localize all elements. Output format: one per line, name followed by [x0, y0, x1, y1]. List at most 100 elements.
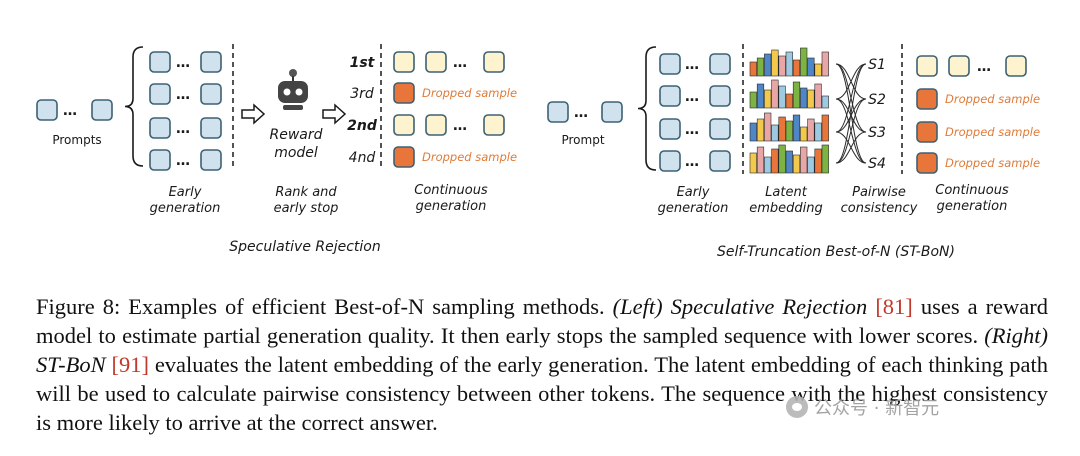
latent-embedding-bar [792, 154, 801, 174]
caption-figure-label: Figure 8: Examples of efficient Best-of-… [36, 294, 605, 319]
ellipsis-dots: … [453, 118, 467, 134]
latent-embedding-bar [778, 116, 786, 142]
caption-right-citation[interactable]: [91] [111, 352, 149, 377]
prompts-label: Prompts [52, 133, 101, 147]
latent-embedding-bar [814, 83, 822, 109]
token-box [709, 118, 731, 140]
dropped-sample-label: Dropped sample [945, 125, 1040, 139]
latent-embedding-bar [764, 156, 772, 174]
right-arrow-icon [322, 103, 347, 125]
right-arrow-icon [241, 103, 266, 125]
caption-right-method: (Right) ST-BoN [36, 323, 1048, 377]
token-box [547, 101, 569, 123]
token-box [916, 152, 938, 174]
latent-embedding-bar [749, 152, 757, 174]
score-label: S1 [868, 57, 886, 73]
latent-embedding-bar [785, 150, 793, 174]
token-box [483, 51, 505, 73]
score-label: S3 [868, 125, 886, 141]
robot-eye [283, 88, 291, 96]
caption-left-citation[interactable]: [81] [875, 294, 913, 319]
latent-embedding-bar [800, 47, 808, 77]
latent-embedding-bar [778, 144, 786, 174]
latent-embedding-bar [749, 61, 757, 77]
token-box [149, 83, 171, 105]
latent-embedding-bar [778, 55, 786, 77]
curly-brace [124, 46, 144, 167]
rank-label: 1st [350, 55, 376, 71]
rank-label: 3rd [350, 86, 374, 102]
token-box [916, 121, 938, 143]
latent-embedding-bar [764, 89, 772, 109]
rank-early-stop-label: Rank and [275, 185, 337, 200]
token-box [709, 53, 731, 75]
ellipsis-dots: … [176, 87, 190, 103]
ellipsis-dots: … [977, 59, 991, 75]
token-box [393, 146, 415, 168]
dropped-sample-label: Dropped sample [945, 92, 1040, 106]
latent-embedding-bar [756, 57, 765, 77]
rank-label: 2nd [347, 118, 378, 134]
token-box [149, 51, 171, 73]
latent-embedding-bar [771, 49, 779, 77]
ellipsis-dots: … [685, 122, 699, 138]
token-box [659, 53, 681, 75]
robot-antenna [289, 69, 297, 77]
rank-label: 4nd [349, 150, 376, 166]
latent-embedding-bar [800, 146, 808, 174]
ellipsis-dots: … [176, 153, 190, 169]
dropped-sample-label: Dropped sample [422, 150, 517, 164]
consistency-link [835, 63, 867, 100]
ellipsis-dots: … [685, 154, 699, 170]
consistency-link [835, 63, 867, 164]
latent-embedding-bar [749, 91, 757, 109]
early-generation-label: Early [677, 185, 710, 200]
continuous-generation-label: generation [416, 199, 487, 214]
latent-embedding-bar [792, 114, 801, 142]
reward-model-title: Reward [269, 127, 322, 143]
consistency-link [835, 98, 867, 164]
token-box [425, 51, 447, 73]
watermark-text: 公众号 · 新智元 [814, 398, 940, 419]
dropped-sample-label: Dropped sample [945, 156, 1040, 170]
caption-left-description: uses a reward model to estimate partial … [36, 294, 1049, 348]
latent-embedding-bar [785, 120, 793, 142]
latent-embedding-bar [807, 89, 815, 109]
left-panel: …Prompts…………Rewardmodel1st3rd2nd4nd……Dro… [36, 44, 517, 255]
token-box [709, 85, 731, 107]
token-box [200, 117, 222, 139]
token-box [393, 82, 415, 104]
latent-embedding-bar [800, 126, 808, 142]
token-box [200, 83, 222, 105]
reward-model-robot-icon [278, 69, 308, 110]
diagram: … Prompts … … … … Reward model 1st 3rd 2nd 4nd … … Dro… [36, 44, 1040, 260]
pairwise-consistency-label: Pairwise [852, 185, 906, 200]
latent-embedding-bar [764, 53, 772, 77]
consistency-link [835, 63, 867, 133]
token-box [916, 88, 938, 110]
token-box [601, 101, 623, 123]
latent-embedding-bar [792, 81, 801, 109]
ellipsis-dots: … [176, 121, 190, 137]
latent-embedding-label: Latent [765, 185, 808, 200]
curly-brace [637, 46, 657, 171]
latent-embedding-bar [764, 112, 772, 142]
latent-embedding-label: embedding [749, 201, 823, 216]
latent-embedding-bar [814, 148, 822, 174]
ellipsis-dots: … [574, 105, 588, 121]
token-box [149, 117, 171, 139]
latent-embedding-bar [814, 63, 822, 77]
reward-model-subtitle: model [274, 145, 318, 161]
latent-embedding-bar [771, 148, 779, 174]
caption-right-description: evaluates the latent embedding of the ea… [36, 352, 1048, 435]
latent-embedding-bar [807, 156, 815, 174]
robot-body [283, 105, 303, 110]
rank-early-stop-label: early stop [274, 201, 339, 216]
token-box [916, 55, 938, 77]
token-box [200, 51, 222, 73]
pairwise-consistency-label: consistency [841, 201, 918, 216]
score-label: S4 [868, 156, 886, 172]
dropped-sample-label: Dropped sample [422, 86, 517, 100]
latent-embedding-bar [821, 114, 829, 142]
token-box [393, 51, 415, 73]
